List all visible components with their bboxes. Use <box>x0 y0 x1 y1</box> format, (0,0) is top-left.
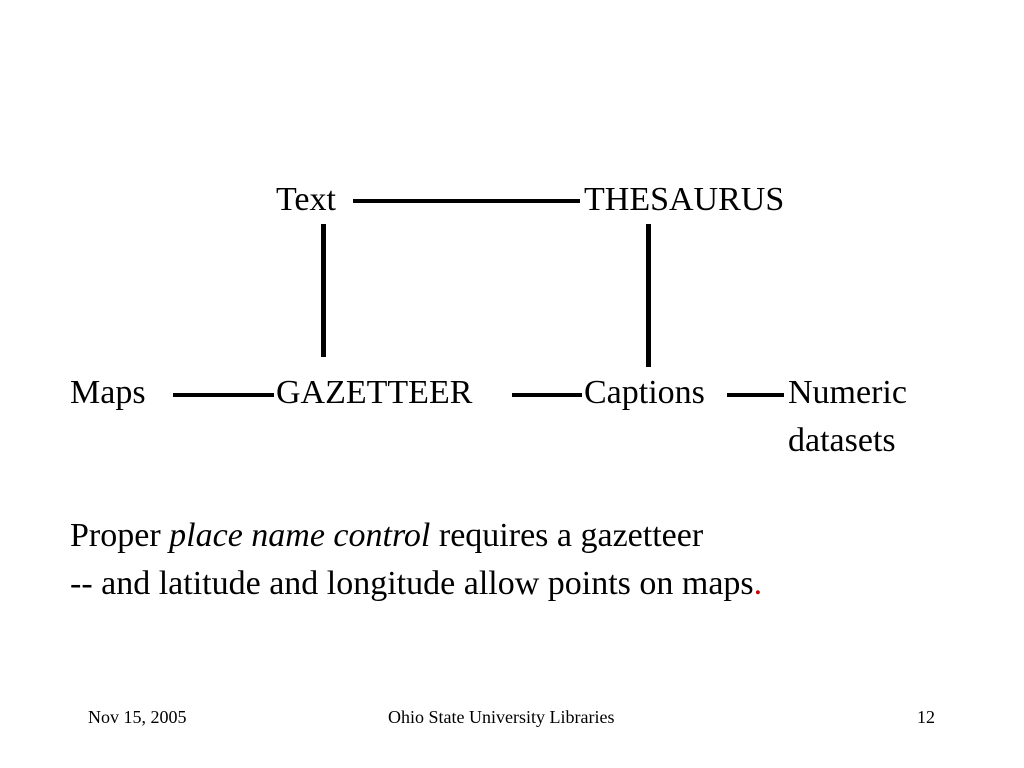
node-captions: Captions <box>584 374 705 411</box>
footer-date: Nov 15, 2005 <box>88 707 187 727</box>
body-line-1-start: Proper <box>70 517 170 554</box>
node-gazetteer: GAZETTEER <box>276 374 473 411</box>
node-datasets: datasets <box>788 422 896 459</box>
body-line-2-period: . <box>753 565 763 602</box>
footer-page-number: 12 <box>917 707 935 727</box>
body-line-2-text: -- and latitude and longitude allow poin… <box>70 565 754 602</box>
connector-maps-gazetteer <box>173 393 274 397</box>
connector-text-gazetteer <box>321 224 326 357</box>
connector-thesaurus-captions <box>646 224 651 367</box>
node-thesaurus: THESAURUS <box>584 181 785 218</box>
connector-captions-numeric <box>727 393 784 397</box>
footer-organization: Ohio State University Libraries <box>388 707 615 727</box>
body-line-1: Proper place name control requires a gaz… <box>70 519 703 553</box>
connector-text-thesaurus <box>353 199 580 203</box>
body-line-2: -- and latitude and longitude allow poin… <box>70 567 762 601</box>
connector-gazetteer-captions <box>512 393 582 397</box>
body-line-1-emphasis: place name control <box>169 517 431 554</box>
node-numeric: Numeric <box>788 374 907 411</box>
node-text: Text <box>276 181 336 218</box>
node-maps: Maps <box>70 374 146 411</box>
body-line-1-end: requires a gazetteer <box>430 517 704 554</box>
